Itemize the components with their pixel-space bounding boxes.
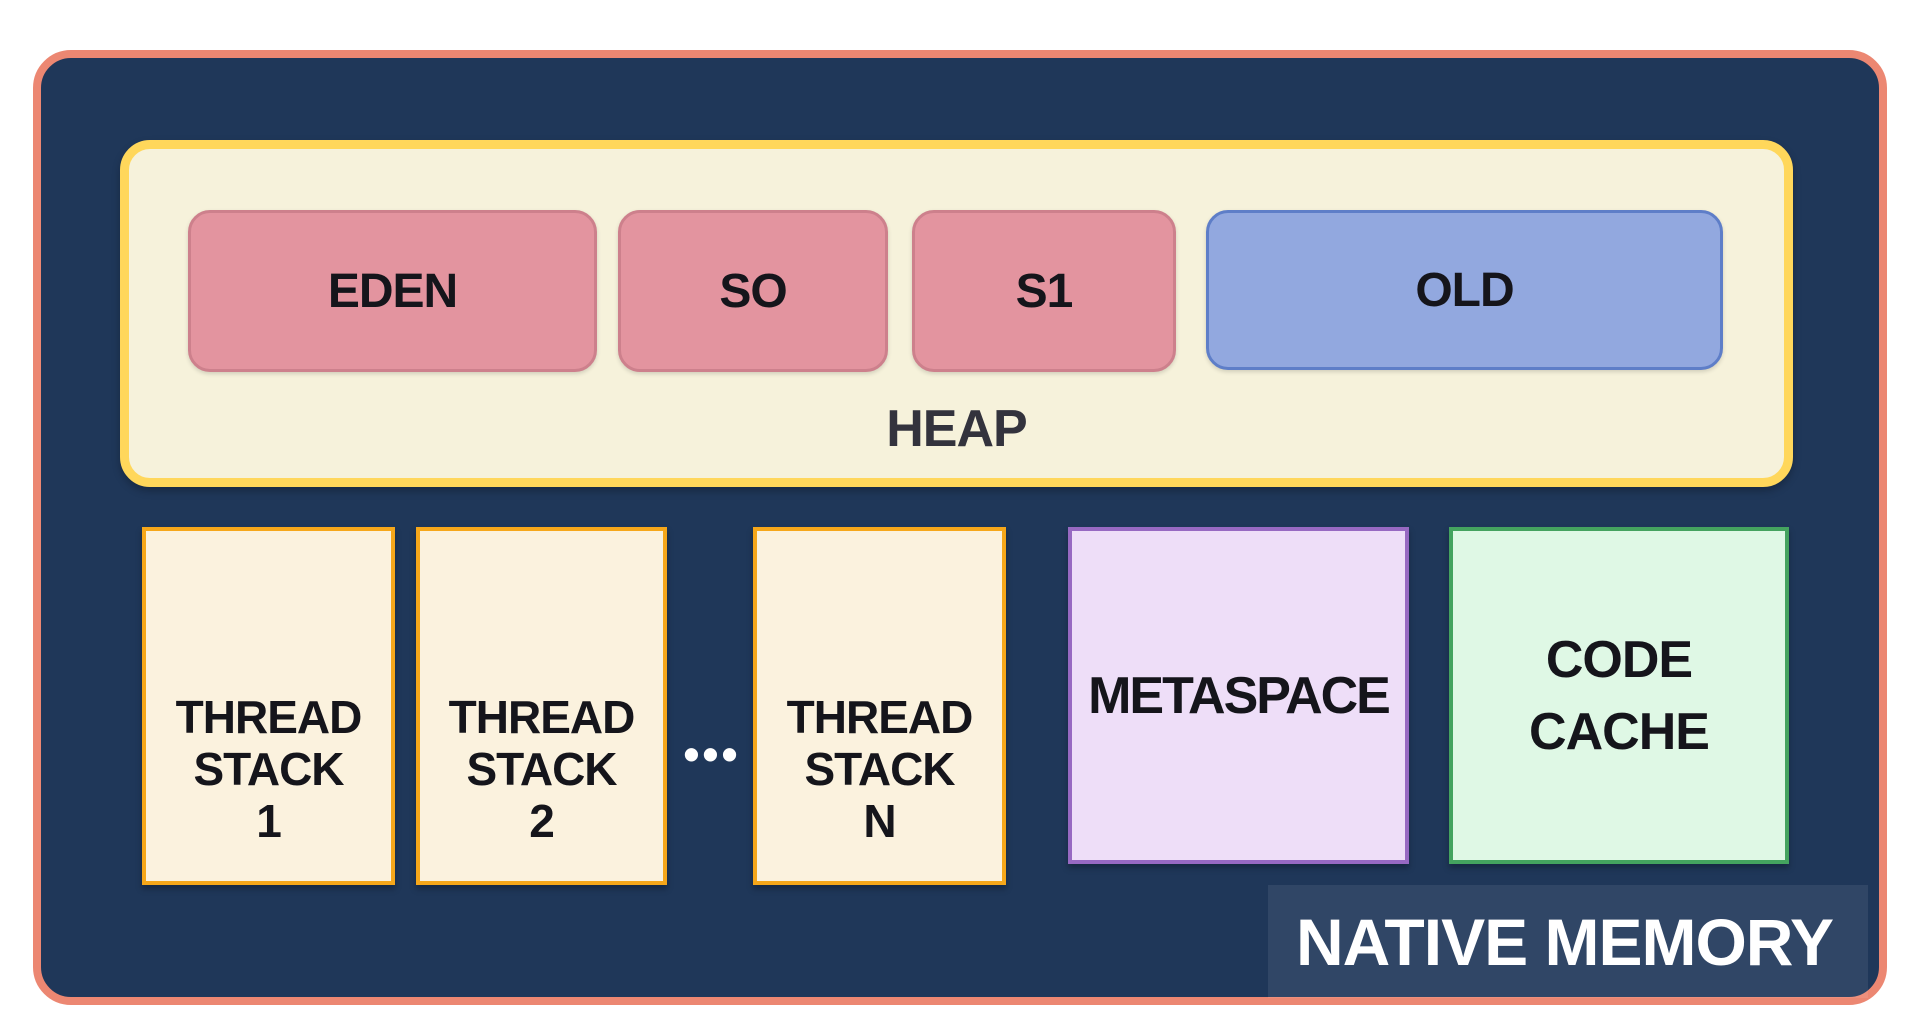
thread-stack-n-line-1: THREAD bbox=[786, 691, 974, 743]
heap-caption-row: HEAP bbox=[120, 394, 1793, 464]
thread-stack-1-box: THREAD STACK 1 bbox=[142, 527, 395, 885]
code-cache-box: CODE CACHE bbox=[1449, 527, 1789, 864]
thread-stack-n-line-2: STACK bbox=[804, 743, 955, 795]
native-memory-label: NATIVE MEMORY bbox=[1296, 904, 1834, 979]
code-cache-line-1: CODE bbox=[1545, 630, 1693, 689]
thread-stack-n-box: THREAD STACK N bbox=[753, 527, 1006, 885]
survivor-1-box: S1 bbox=[912, 210, 1176, 372]
thread-stack-1-line-3: 1 bbox=[256, 795, 282, 847]
survivor-0-label: SO bbox=[719, 264, 787, 318]
thread-stacks-ellipsis: ••• bbox=[683, 728, 741, 780]
label-background-strip bbox=[1267, 1004, 1800, 1018]
metaspace-box: METASPACE bbox=[1068, 527, 1409, 864]
thread-stack-2-line-1: THREAD bbox=[448, 691, 636, 743]
eden-label: EDEN bbox=[327, 264, 458, 318]
old-generation-box: OLD bbox=[1206, 210, 1723, 370]
old-generation-label: OLD bbox=[1415, 263, 1514, 317]
code-cache-line-2: CACHE bbox=[1529, 702, 1710, 761]
thread-stack-1-line-1: THREAD bbox=[175, 691, 363, 743]
thread-stack-2-line-2: STACK bbox=[466, 743, 617, 795]
thread-stack-2-box: THREAD STACK 2 bbox=[416, 527, 667, 885]
metaspace-label: METASPACE bbox=[1088, 666, 1391, 725]
thread-stack-1-line-2: STACK bbox=[193, 743, 344, 795]
eden-box: EDEN bbox=[188, 210, 597, 372]
thread-stack-n-line-3: N bbox=[863, 795, 896, 847]
thread-stack-2-line-3: 2 bbox=[529, 795, 555, 847]
heap-caption: HEAP bbox=[886, 400, 1027, 458]
survivor-1-label: S1 bbox=[1015, 264, 1074, 318]
native-memory-label-panel: NATIVE MEMORY bbox=[1268, 885, 1868, 998]
survivor-0-box: SO bbox=[618, 210, 888, 372]
